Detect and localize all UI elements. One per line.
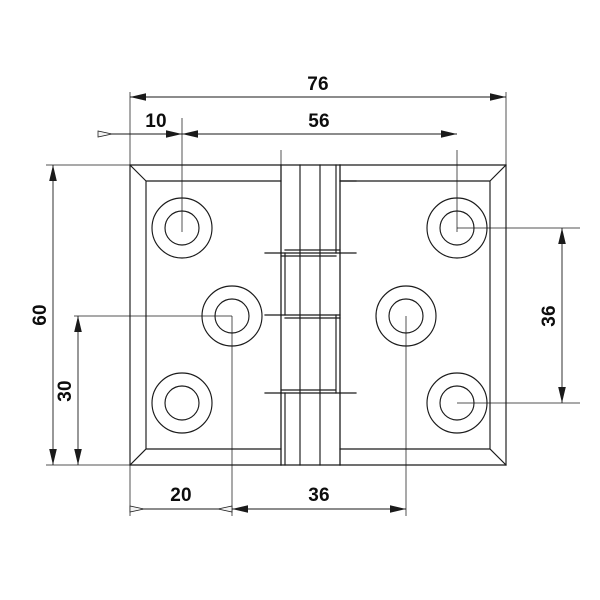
dimension-overall-width-76: 76 xyxy=(130,74,506,101)
dim-20-arrow-left xyxy=(129,505,145,513)
knuckle-segment-upper xyxy=(280,164,341,254)
dimension-vertical-hole-span-36: 36 xyxy=(539,228,566,403)
dim-30-arrow-top xyxy=(74,316,82,332)
knuckle-segment-lower xyxy=(280,392,341,466)
dim-36-right-arrow-bottom xyxy=(558,387,566,403)
knuckle-leaf-joints xyxy=(264,180,357,394)
dim-36-right-text: 36 xyxy=(539,305,560,327)
dimension-left-offset-10: 10 xyxy=(97,111,182,138)
dim-30-arrow-bottom xyxy=(74,449,82,465)
hole-bottom-left-inner xyxy=(164,385,200,421)
dim-60-arrow-bottom xyxy=(49,449,57,465)
knuckle-segment-second xyxy=(280,252,341,316)
dim-20-arrow-right xyxy=(217,505,233,513)
dim-60-text: 60 xyxy=(30,304,51,326)
dim-56-arrow-right xyxy=(441,130,457,138)
hole-bottom-left-outer xyxy=(151,372,213,434)
dim-10-arrow-inner xyxy=(166,130,182,138)
dim-76-arrow-right xyxy=(490,93,506,101)
dim-36-bottom-arrow-left xyxy=(232,505,248,513)
dim-10-text: 10 xyxy=(145,111,167,132)
dim-36-right-arrow-top xyxy=(558,228,566,244)
dim-36-bottom-arrow-right xyxy=(390,505,406,513)
left-leaf-bevel xyxy=(129,164,282,466)
dimension-hole-span-56: 56 xyxy=(182,111,457,138)
right-leaf-bevel xyxy=(339,164,507,466)
dim-20-text: 20 xyxy=(170,485,192,506)
dim-76-arrow-left xyxy=(130,93,146,101)
center-and-extension-lines xyxy=(46,92,580,516)
knuckle-barrel-outline xyxy=(280,164,341,466)
dim-56-text: 56 xyxy=(308,111,330,132)
dim-36-bottom-text: 36 xyxy=(308,485,330,506)
dim-60-arrow-top xyxy=(49,165,57,181)
dim-56-arrow-left xyxy=(182,130,198,138)
hinge-part-geometry xyxy=(129,164,507,466)
dim-76-text: 76 xyxy=(307,74,329,95)
dimension-bottom-offset-20: 20 xyxy=(129,485,233,513)
knuckle-tongue-offsets xyxy=(280,164,341,466)
dim-10-arrow-outer xyxy=(97,130,113,138)
dimension-bottom-span-36: 36 xyxy=(232,485,406,513)
knuckle-segment-third xyxy=(280,314,341,394)
dimension-overall-height-60: 60 xyxy=(30,165,57,465)
dimension-lower-span-30: 30 xyxy=(55,316,82,465)
dim-30-text: 30 xyxy=(55,380,76,402)
